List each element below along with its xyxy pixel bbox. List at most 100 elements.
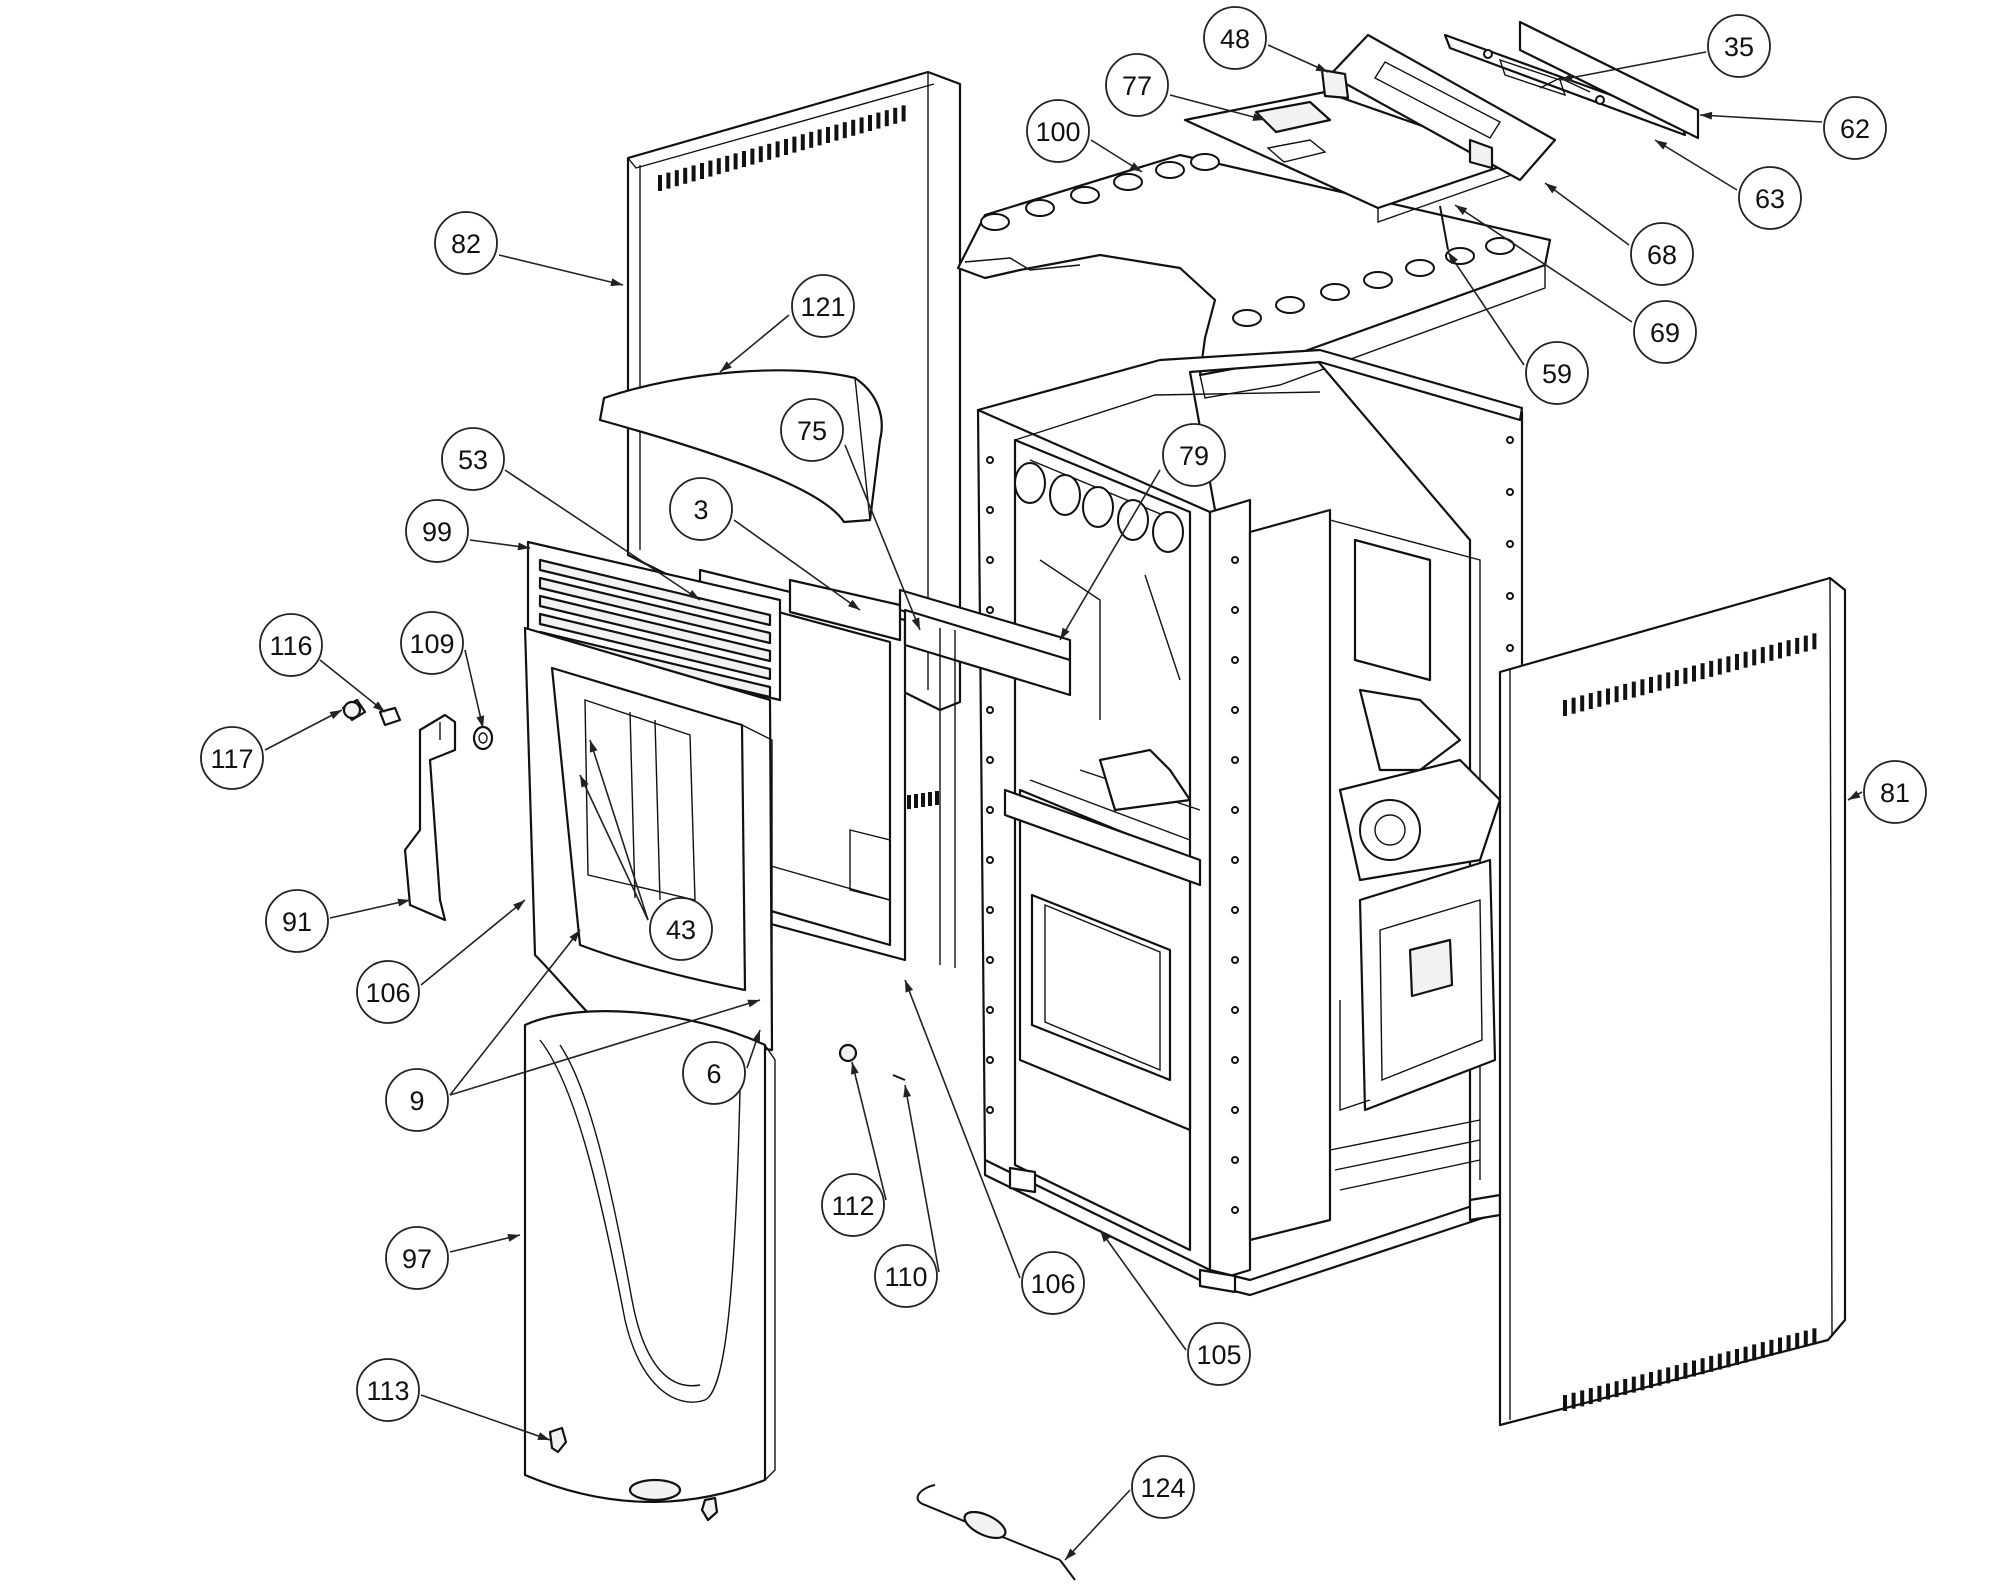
leader-arrow-105 [1100, 1230, 1111, 1243]
callout-77: 77 [1105, 53, 1169, 117]
leader-arrow-112 [850, 1062, 859, 1075]
callout-circle-124 [1131, 1455, 1195, 1519]
callout-label-116: 116 [269, 631, 312, 661]
callout-circle-59 [1525, 341, 1589, 405]
leader-line-110 [904, 1084, 940, 1273]
callout-label-6: 6 [706, 1059, 721, 1089]
callout-label-53: 53 [458, 445, 488, 475]
leader-line-77 [1169, 94, 1266, 121]
part-59-rod [1439, 205, 1449, 251]
leader-line-59 [1447, 251, 1525, 366]
leader-arrow-63 [1655, 140, 1668, 150]
callout-circle-3 [669, 477, 733, 541]
leader-line-43 [579, 774, 649, 921]
callout-106b: 106 [1021, 1251, 1085, 1315]
leader-line-91 [329, 899, 411, 919]
leader-line-68 [1544, 182, 1630, 246]
callout-circle-106a [356, 960, 420, 1024]
leader-arrow-113 [537, 1432, 550, 1440]
part-79-strip [898, 588, 1072, 968]
callout-68: 68 [1630, 222, 1694, 286]
leader-arrow-68 [1545, 183, 1558, 194]
callout-109: 109 [400, 611, 464, 675]
callout-circle-75 [780, 398, 844, 462]
callout-81: 81 [1863, 760, 1927, 824]
callout-circle-82 [434, 211, 498, 275]
callout-124: 124 [1131, 1455, 1195, 1519]
callout-121: 121 [791, 274, 855, 338]
callout-label-109: 109 [409, 629, 454, 659]
callout-label-121: 121 [800, 292, 845, 322]
leader-line-3 [733, 519, 861, 611]
leader-line-75 [844, 444, 921, 631]
callout-circle-6 [682, 1041, 746, 1105]
callout-circle-112 [821, 1173, 885, 1237]
leader-arrow-79 [1060, 627, 1070, 640]
part-113-screw [548, 1426, 719, 1522]
callout-circle-63 [1738, 166, 1802, 230]
leader-line-82 [498, 254, 624, 286]
part-97-lower-door [523, 1010, 776, 1503]
callout-label-97: 97 [402, 1244, 432, 1274]
leader-arrow-77 [1252, 113, 1265, 121]
callout-110: 110 [874, 1244, 938, 1308]
leader-line-109 [464, 649, 484, 729]
callout-circle-43 [649, 897, 713, 961]
leader-line-113 [420, 1394, 551, 1441]
callout-label-63: 63 [1755, 184, 1785, 214]
callout-43: 43 [649, 897, 713, 961]
callout-9: 9 [385, 1068, 449, 1132]
leader-arrow-100 [1129, 162, 1142, 172]
leader-arrow-117 [329, 710, 342, 720]
leader-arrow-75 [911, 617, 920, 630]
leader-arrow-106b [905, 980, 914, 993]
callout-circle-69 [1633, 300, 1697, 364]
callout-circle-113 [356, 1358, 420, 1422]
callout-circle-81 [1863, 760, 1927, 824]
callout-label-48: 48 [1220, 24, 1250, 54]
callout-label-3: 3 [693, 495, 708, 525]
callout-circle-97 [385, 1226, 449, 1290]
leader-arrow-121 [720, 361, 732, 372]
callout-3: 3 [669, 477, 733, 541]
callout-circle-77 [1105, 53, 1169, 117]
callout-label-100: 100 [1035, 117, 1080, 147]
leader-line-106a [420, 899, 526, 986]
callout-label-117: 117 [210, 744, 253, 774]
callout-label-68: 68 [1647, 240, 1677, 270]
leader-arrow-53 [687, 590, 700, 600]
callout-circle-35 [1707, 14, 1771, 78]
leader-arrow-99 [517, 542, 530, 551]
leader-line-97 [449, 1234, 521, 1253]
callout-circle-48 [1203, 6, 1267, 70]
callout-63: 63 [1738, 166, 1802, 230]
leader-line-35 [1559, 51, 1707, 81]
part-81-right-side-panel [1498, 576, 1847, 1427]
callout-100: 100 [1026, 99, 1090, 163]
callout-circle-110 [874, 1244, 938, 1308]
callout-circle-121 [791, 274, 855, 338]
callout-105: 105 [1187, 1322, 1251, 1386]
callout-circle-9 [385, 1068, 449, 1132]
callout-79: 79 [1162, 423, 1226, 487]
part-116-nut [378, 706, 402, 727]
callout-69: 69 [1633, 300, 1697, 364]
leader-line-43 [589, 739, 649, 921]
leader-arrow-9 [747, 999, 760, 1008]
callout-circle-116 [259, 613, 323, 677]
callout-circle-100 [1026, 99, 1090, 163]
callout-label-43: 43 [666, 915, 696, 945]
callout-label-82: 82 [451, 229, 481, 259]
callout-circle-109 [400, 611, 464, 675]
leader-line-121 [719, 314, 790, 373]
callout-label-112: 112 [831, 1191, 874, 1221]
callout-82: 82 [434, 211, 498, 275]
part-124-tool-hook [916, 1484, 1076, 1581]
part-91-latch [403, 713, 457, 922]
callout-circle-117 [200, 726, 264, 790]
callout-106a: 106 [356, 960, 420, 1024]
leader-arrow-62 [1700, 111, 1713, 120]
